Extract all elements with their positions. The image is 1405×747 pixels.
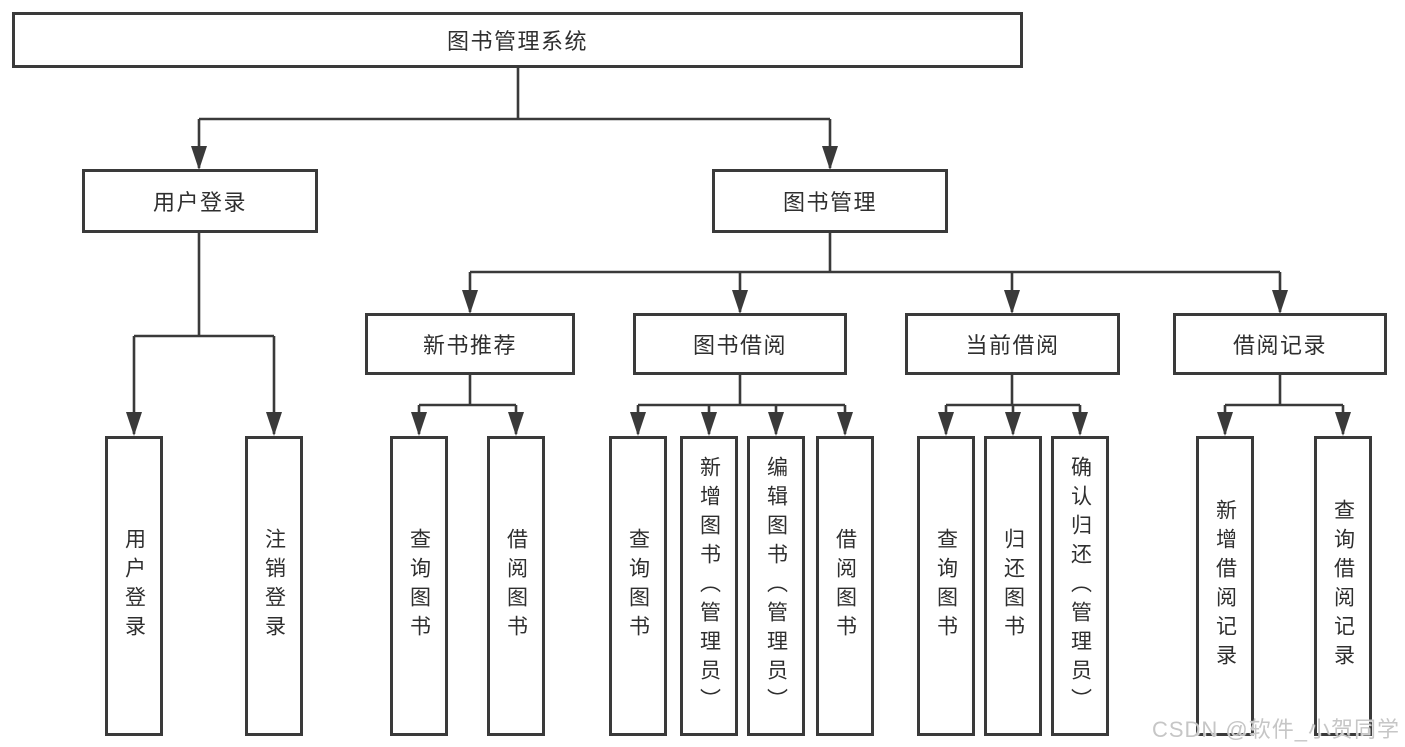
leaf-label: 查询图书 (934, 528, 958, 644)
arrowhead (1072, 412, 1088, 436)
node-root: 图书管理系统 (12, 12, 1023, 68)
leaf-label: 用户登录 (122, 528, 146, 644)
leaf-records-query-record: 查询借阅记录 (1314, 436, 1372, 736)
arrowhead (126, 412, 142, 436)
leaf-records-add-record: 新增借阅记录 (1196, 436, 1254, 736)
leaf-borrow-edit-books-admin: 编辑图书（管理员） (747, 436, 805, 736)
watermark: CSDN @软件_小贺同学 (1151, 717, 1400, 742)
arrowhead (1004, 290, 1020, 314)
arrowhead (701, 412, 717, 436)
arrowhead (266, 412, 282, 436)
arrowhead (837, 412, 853, 436)
connector-userlogin-to-leaves (132, 233, 276, 434)
leaf-borrow-borrow-books: 借阅图书 (816, 436, 874, 736)
arrowhead (411, 412, 427, 436)
leaf-current-query-books: 查询图书 (917, 436, 975, 736)
leaf-label: 归还图书 (1001, 528, 1025, 644)
leaf-current-confirm-return-admin: 确认归还（管理员） (1051, 436, 1109, 736)
node-book-borrow: 图书借阅 (633, 313, 847, 375)
node-borrow-records: 借阅记录 (1173, 313, 1387, 375)
leaf-label: 借阅图书 (833, 528, 857, 644)
leaf-label: 编辑图书（管理员） (764, 455, 788, 717)
leaf-newbook-borrow-books: 借阅图书 (487, 436, 545, 736)
arrowhead (768, 412, 784, 436)
arrowhead (508, 412, 524, 436)
connector-bookborrow-to-leaves (636, 375, 847, 434)
leaf-label: 查询图书 (626, 528, 650, 644)
arrowhead (1005, 412, 1021, 436)
node-new-book-recommend: 新书推荐 (365, 313, 575, 375)
leaf-label: 查询借阅记录 (1331, 499, 1355, 673)
arrowhead (191, 146, 207, 170)
arrowhead (1272, 290, 1288, 314)
arrowhead (1335, 412, 1351, 436)
leaf-label: 注销登录 (262, 528, 286, 644)
connector-records-to-leaves (1223, 375, 1345, 434)
node-current-borrow: 当前借阅 (905, 313, 1120, 375)
leaf-label: 确认归还（管理员） (1068, 455, 1092, 717)
arrowhead (822, 146, 838, 170)
leaf-user-login: 用户登录 (105, 436, 163, 736)
node-book-management: 图书管理 (712, 169, 948, 233)
leaf-label: 借阅图书 (504, 528, 528, 644)
leaf-borrow-query-books: 查询图书 (609, 436, 667, 736)
leaf-logout-login: 注销登录 (245, 436, 303, 736)
connector-root-to-level2 (197, 68, 832, 168)
leaf-label: 查询图书 (407, 528, 431, 644)
leaf-label: 新增图书（管理员） (697, 455, 721, 717)
node-user-login: 用户登录 (82, 169, 318, 233)
arrowhead (630, 412, 646, 436)
leaf-label: 新增借阅记录 (1213, 499, 1237, 673)
leaf-borrow-add-books-admin: 新增图书（管理员） (680, 436, 738, 736)
arrowhead (462, 290, 478, 314)
arrowhead (938, 412, 954, 436)
arrowhead (1217, 412, 1233, 436)
connector-bookmgmt-to-level3 (468, 233, 1282, 312)
leaf-newbook-query-books: 查询图书 (390, 436, 448, 736)
connector-newbook-to-leaves (417, 375, 518, 434)
arrowhead (732, 290, 748, 314)
leaf-current-return-books: 归还图书 (984, 436, 1042, 736)
